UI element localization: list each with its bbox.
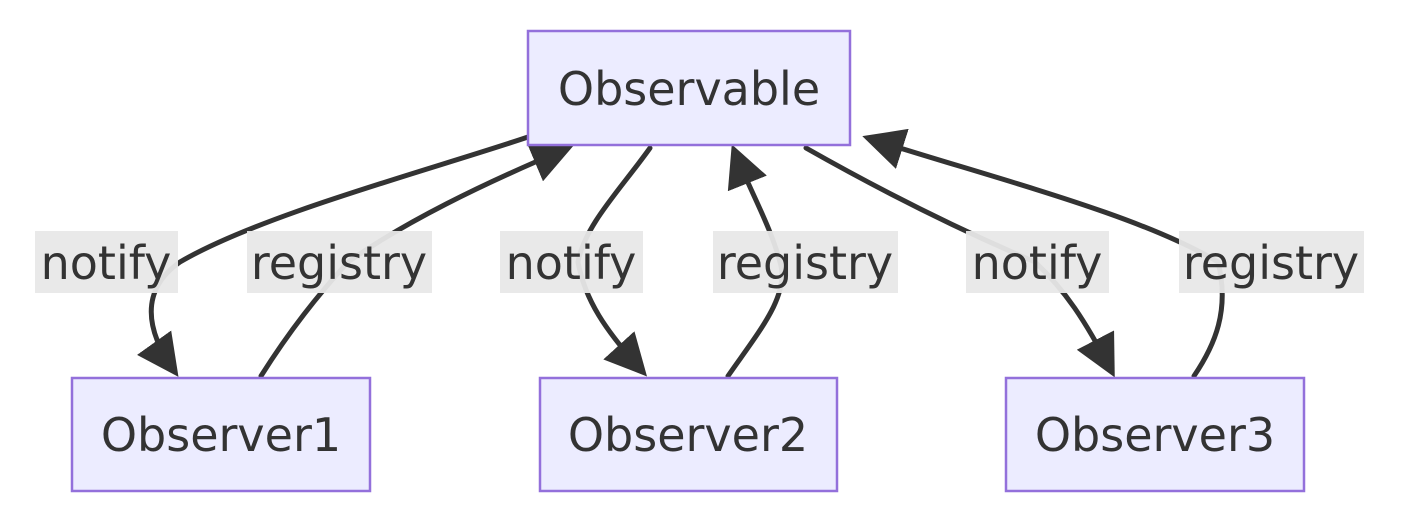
nodes: Observable Observer1 Observer2 Observer3 (70, 29, 1306, 493)
node-label: Observable (558, 62, 820, 116)
node-observer1: Observer1 (70, 376, 372, 493)
edge-label-registry-2: registry (713, 231, 898, 293)
node-label: Observer3 (1035, 408, 1275, 462)
node-label: Observer1 (101, 408, 341, 462)
edge-labels: notify registry notify registry notify r… (35, 231, 1364, 293)
edge-label-notify-1: notify (35, 231, 178, 293)
node-label: Observer2 (568, 408, 808, 462)
edge-label-registry-3: registry (1179, 231, 1364, 293)
edge-label-text: registry (1183, 236, 1359, 290)
edge-label-registry-1: registry (247, 231, 432, 293)
edge-label-text: registry (251, 236, 427, 290)
edge-label-notify-2: notify (500, 231, 643, 293)
edge-label-text: notify (41, 236, 172, 290)
node-observer3: Observer3 (1004, 376, 1306, 493)
node-observer2: Observer2 (538, 376, 839, 493)
edge-label-text: notify (506, 236, 637, 290)
node-observable: Observable (526, 29, 852, 147)
edge-registry-observer3 (862, 128, 1225, 379)
edge-label-text: registry (717, 236, 893, 290)
edge-notify-observer1 (136, 134, 531, 377)
edge-label-notify-3: notify (966, 231, 1109, 293)
edge-label-text: notify (972, 236, 1103, 290)
